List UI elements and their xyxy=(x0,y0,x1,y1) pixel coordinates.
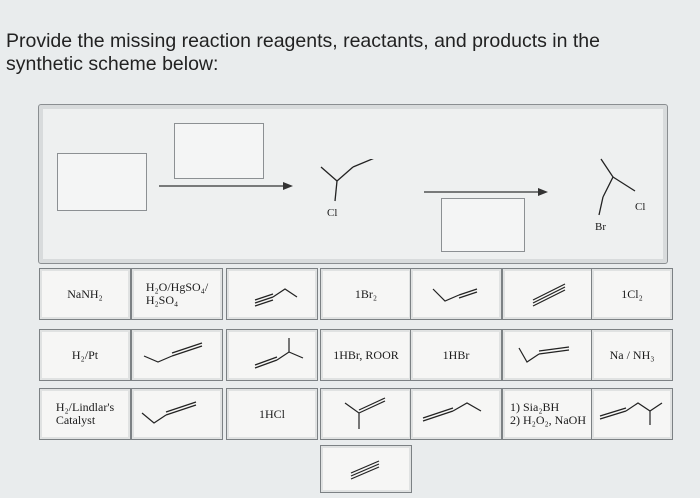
question-prompt: Provide the missing reaction reagents, r… xyxy=(6,30,686,76)
tile-hbr-roor[interactable]: 1HBr, ROOR xyxy=(320,329,412,381)
alkyne-structure-6 xyxy=(518,346,570,363)
tile-h2o-hgso4-label: H₂O/HgSO₄/ H₂SO₄ xyxy=(146,281,208,307)
synthetic-scheme: Cl Cl Br xyxy=(38,104,668,264)
tile-alkyne-structure-4[interactable] xyxy=(131,329,223,381)
tile-alkyne-structure-2[interactable] xyxy=(410,268,502,320)
tile-lindlar-label: H₂/Lindlar's Catalyst xyxy=(56,401,114,427)
alkyne-structure-10 xyxy=(599,402,663,425)
tile-hbr-roor-label: 1HBr, ROOR xyxy=(333,347,399,362)
tile-hcl-label: 1HCl xyxy=(258,406,285,421)
tile-alkyne-structure-11[interactable] xyxy=(320,445,412,493)
tile-lindlar-line1: H₂/Lindlar's xyxy=(55,400,115,414)
tile-na-nh3[interactable]: Na / NH₃ xyxy=(591,329,673,381)
tile-alkyne-structure-9[interactable] xyxy=(410,388,502,440)
tile-hcl[interactable]: 1HCl xyxy=(226,388,318,440)
reaction-arrow-2 xyxy=(424,188,548,196)
alkyne-structure-3 xyxy=(532,283,566,307)
tile-hydroboration-line2: 2) H₂O₂, NaOH xyxy=(509,413,587,427)
tile-na-nh3-label: Na / NH₃ xyxy=(609,347,655,362)
tile-br2-label: 1Br₂ xyxy=(354,286,378,301)
alkyne-structure-7 xyxy=(141,401,197,424)
tile-h2o-hgso4[interactable]: H₂O/HgSO₄/ H₂SO₄ xyxy=(131,268,223,320)
tile-alkyne-structure-3[interactable] xyxy=(502,268,594,320)
alkyne-structure-2 xyxy=(432,288,478,302)
tile-nanh2[interactable]: NaNH₂ xyxy=(39,268,131,320)
alkyne-structure-9 xyxy=(422,402,482,422)
product-1-structure xyxy=(320,159,374,202)
product-2-structure xyxy=(598,158,636,216)
tile-lindlar[interactable]: H₂/Lindlar's Catalyst xyxy=(39,388,131,440)
tile-alkyne-structure-8[interactable] xyxy=(320,388,412,440)
reaction-arrow-1 xyxy=(159,182,293,190)
tile-cl2-label: 1Cl₂ xyxy=(621,286,643,301)
tile-h2o-hgso4-line2: H₂SO₄ xyxy=(145,293,179,307)
tile-br2[interactable]: 1Br₂ xyxy=(320,268,412,320)
prompt-line-2: synthetic scheme below: xyxy=(6,53,219,75)
tile-hydroboration[interactable]: 1) Sia₂BH 2) H₂O₂, NaOH xyxy=(502,388,594,440)
tile-h2-pt-label: H₂/Pt xyxy=(71,347,99,362)
tile-hbr-label: 1HBr xyxy=(442,347,470,362)
tile-alkyne-structure-7[interactable] xyxy=(131,388,223,440)
tile-h2o-hgso4-line1: H₂O/HgSO₄/ xyxy=(145,280,209,294)
alkyne-structure-11 xyxy=(350,460,380,480)
tile-nanh2-label: NaNH₂ xyxy=(67,286,103,301)
alkyne-structure-8 xyxy=(344,397,386,429)
tile-alkyne-structure-5[interactable] xyxy=(226,329,318,381)
tile-alkyne-structure-6[interactable] xyxy=(502,329,594,381)
tile-hydroboration-label: 1) Sia₂BH 2) H₂O₂, NaOH xyxy=(510,401,586,427)
product-2-cl-label: Cl xyxy=(635,201,646,213)
prompt-line-1: Provide the missing reaction reagents, r… xyxy=(6,30,600,52)
tile-cl2[interactable]: 1Cl₂ xyxy=(591,268,673,320)
alkyne-structure-5 xyxy=(254,338,304,369)
tile-hbr[interactable]: 1HBr xyxy=(410,329,502,381)
tile-h2-pt[interactable]: H₂/Pt xyxy=(39,329,131,381)
tile-lindlar-line2: Catalyst xyxy=(55,413,96,427)
alkyne-structure-4 xyxy=(143,342,203,363)
dropzone-reagent-1[interactable] xyxy=(174,123,264,179)
dropzone-reagent-2[interactable] xyxy=(441,198,525,252)
tile-hydroboration-line1: 1) Sia₂BH xyxy=(509,400,560,414)
tile-alkyne-structure-10[interactable] xyxy=(591,388,673,440)
product-2-br-label: Br xyxy=(595,221,606,233)
alkyne-structure-1 xyxy=(254,288,298,307)
product-1-cl-label: Cl xyxy=(327,207,338,219)
tile-alkyne-structure-1[interactable] xyxy=(226,268,318,320)
dropzone-starting-material[interactable] xyxy=(57,153,147,211)
